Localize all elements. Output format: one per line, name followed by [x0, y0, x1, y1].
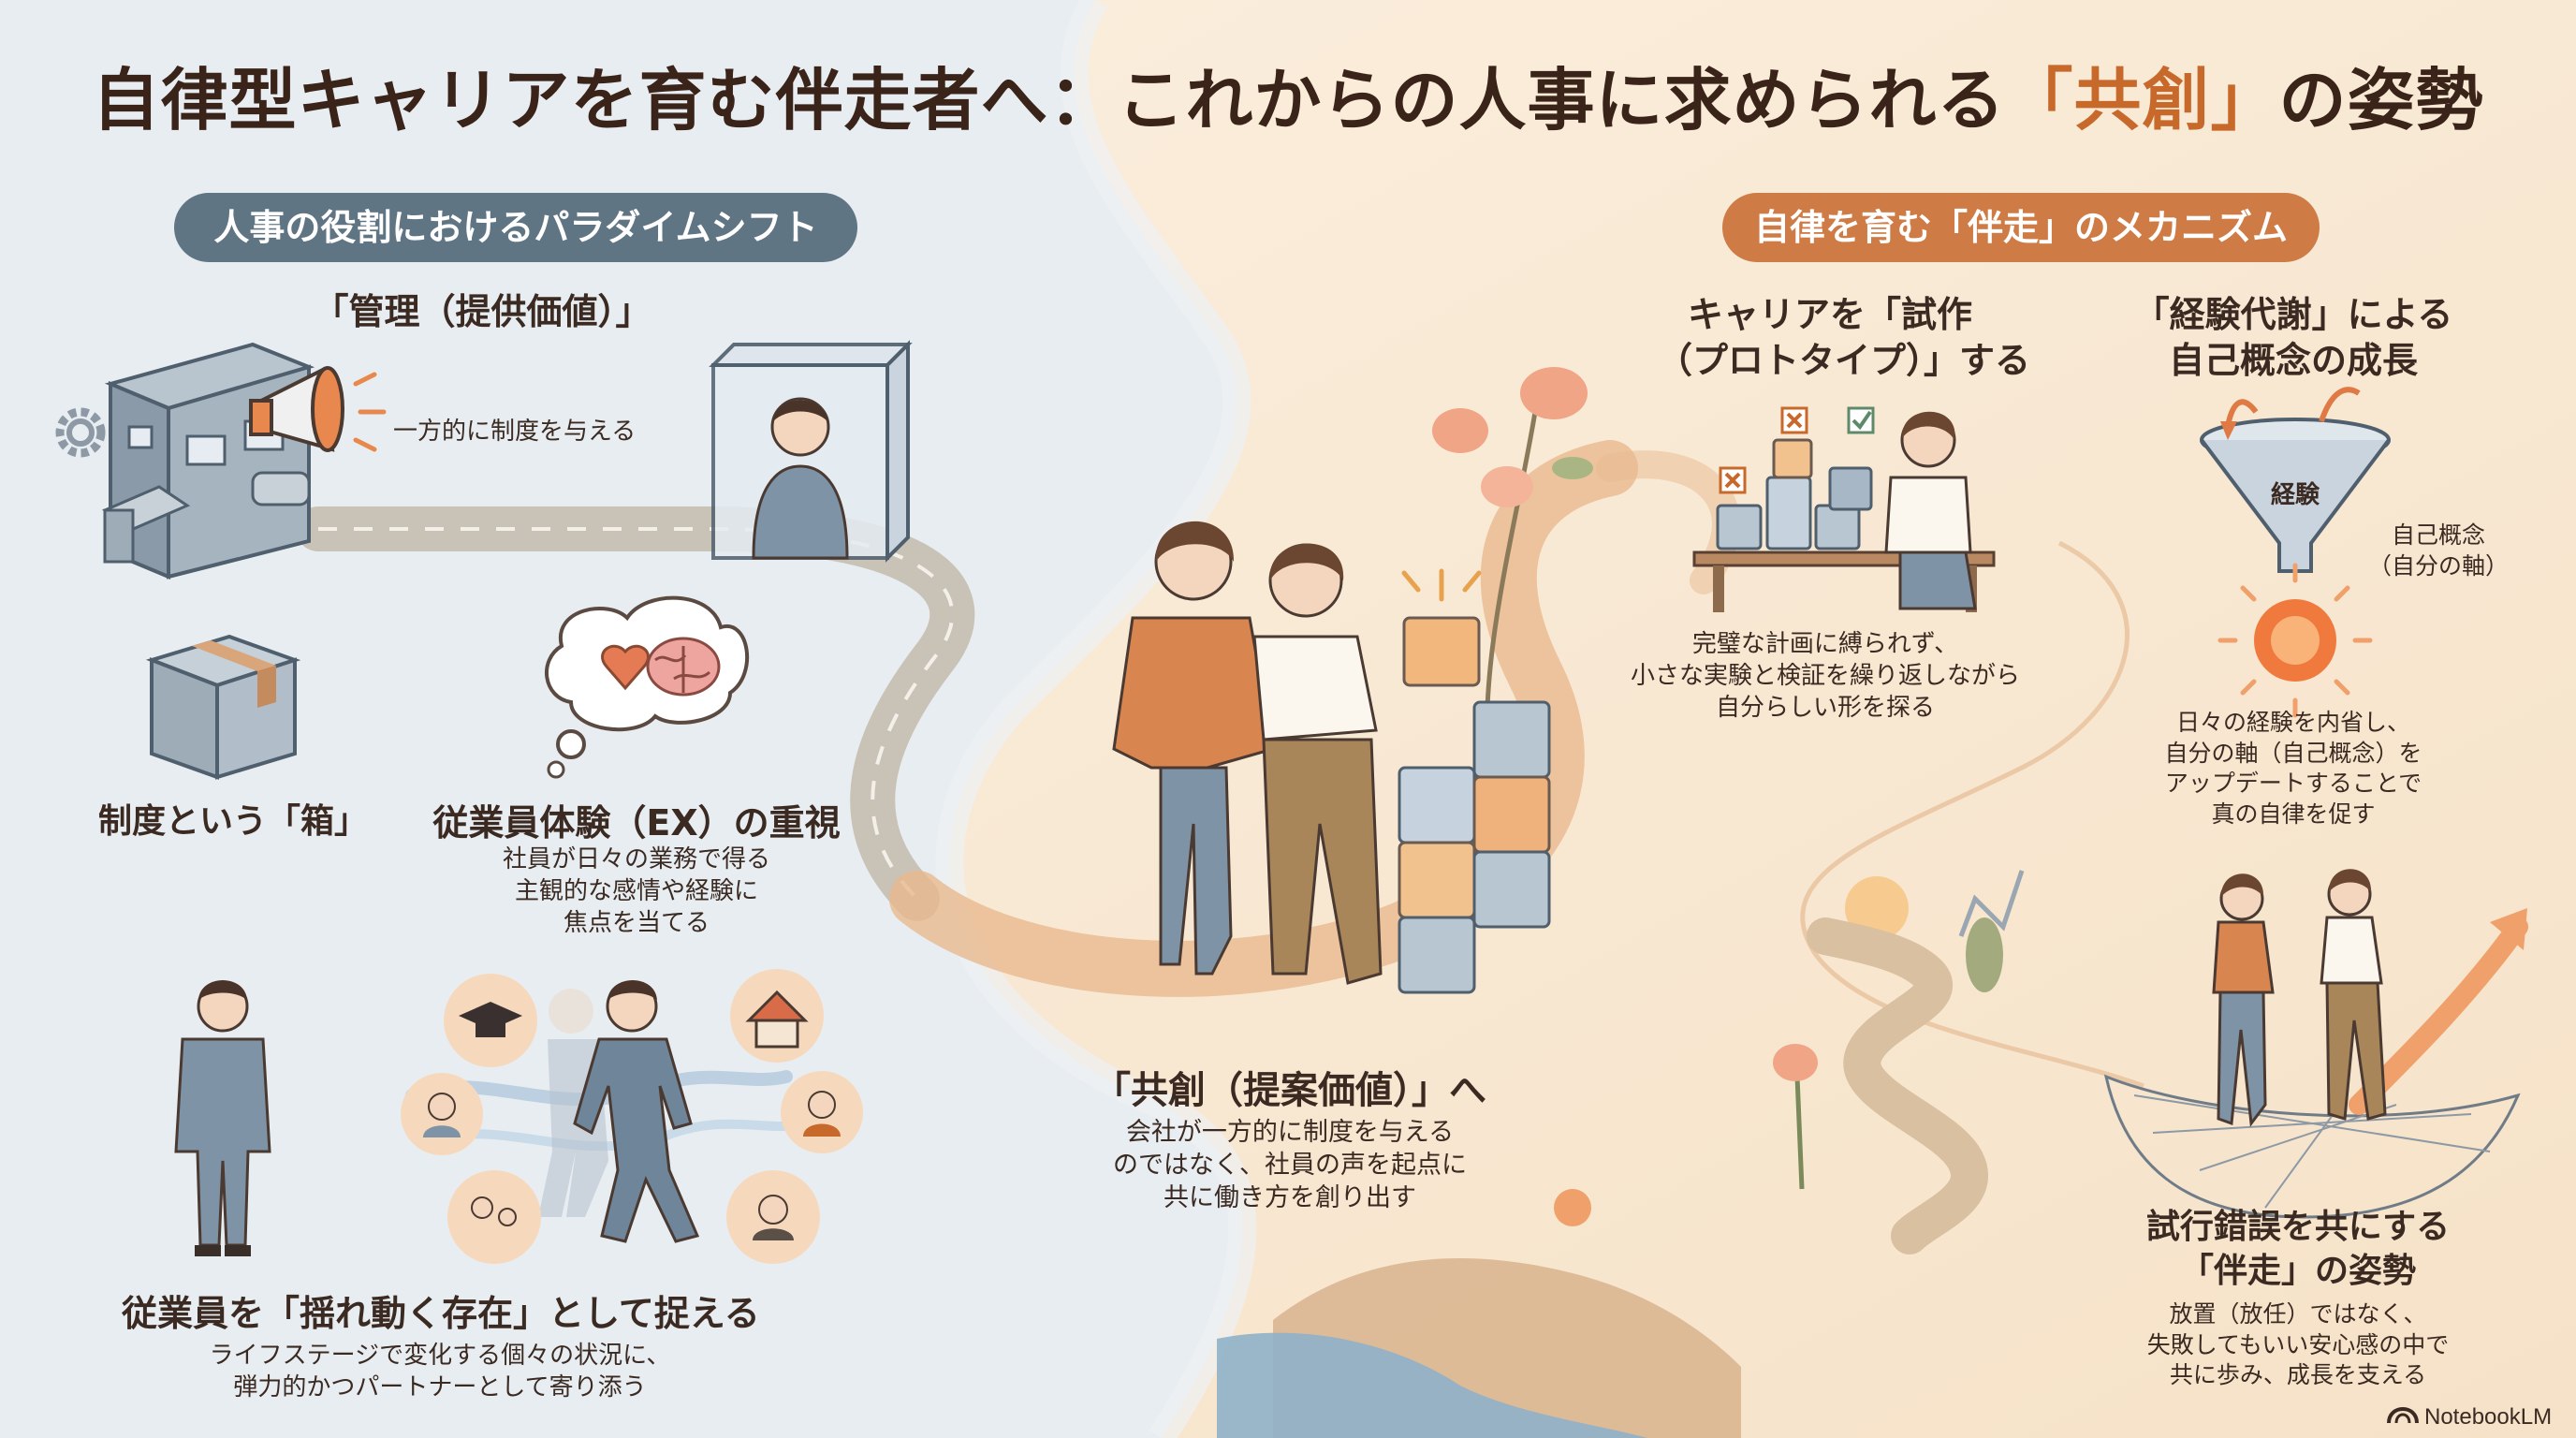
standing-worker-icon	[174, 980, 271, 1256]
page-title: 自律型キャリアを育む伴走者へ：これからの人事に求められる「共創」の姿勢	[0, 45, 2576, 143]
glass-cube-worker-icon	[709, 340, 913, 563]
companion-title: 試行錯誤を共にする 「伴走」の姿勢	[2145, 1208, 2451, 1290]
left-section-heading: 人事の役割におけるパラダイムシフト	[174, 193, 857, 262]
self-concept-label: 自己概念 （自分の軸）	[2367, 521, 2509, 580]
right-section-heading: 自律を育む「伴走」のメカニズム	[1722, 193, 2320, 262]
two-women-walking-icon	[1112, 521, 1383, 985]
seaside-landscape-icon	[1217, 1189, 1741, 1438]
connecting-line-icon	[1800, 540, 2144, 1089]
title-highlight: 「共創」	[2005, 61, 2279, 139]
cocreation-title: 「共創（提案価値）」へ	[1093, 1069, 1486, 1112]
prototyping-desk-icon	[1692, 406, 1996, 612]
prototype-body: 完璧な計画に縛られず、 小さな実験と検証を繰り返しながら 自分らしい形を探る	[1630, 630, 2020, 722]
gear-icon	[55, 407, 106, 458]
funnel-label: 経験	[2270, 481, 2320, 509]
one-way-label: 一方的に制度を与える	[393, 418, 637, 446]
brain-icon	[646, 637, 721, 697]
shaking-title: 従業員を「揺れ動く存在」として捉える	[122, 1293, 760, 1334]
metabolism-title: 「経験代謝」による 自己概念の成長	[2133, 294, 2453, 382]
safety-net-icon	[2103, 1074, 2521, 1219]
companions-walking-icon	[2212, 869, 2387, 1127]
ex-title: 従業員体験（EX）の重視	[432, 802, 841, 844]
management-label: 「管理（提供価値）」	[313, 291, 651, 332]
megaphone-icon	[249, 366, 387, 452]
house-icon	[730, 969, 824, 1063]
child-icon	[401, 1073, 483, 1155]
cocreation-body: 会社が一方的に制度を与える のではなく、社員の声を起点に 共に働き方を創り出す	[1113, 1118, 1467, 1213]
self-concept-orb-icon	[2217, 563, 2373, 718]
footer-brand: NotebookLM	[2424, 1404, 2553, 1430]
box-label: 制度という「箱」	[98, 802, 369, 841]
graduation-cap-icon	[444, 974, 537, 1067]
flower-icon	[1773, 1044, 1818, 1190]
shaking-body: ライフステージで変化する個々の状況に、 弾力的かつパートナーとして寄り添う	[209, 1342, 671, 1401]
companion-body: 放置（放任）ではなく、 失敗してもいい安心感の中で 共に歩み、成長を支える	[2146, 1300, 2450, 1388]
title-suffix: の姿勢	[2278, 61, 2484, 139]
walking-workers-icon	[538, 980, 700, 1243]
woman-icon	[781, 1071, 863, 1153]
notebooklm-logo-icon	[2387, 1407, 2419, 1424]
prototype-title: キャリアを「試作 （プロトタイプ）」する	[1657, 294, 2031, 382]
ex-body: 社員が日々の業務で得る 主観的な感情や経験に 焦点を当てる	[502, 845, 770, 937]
box-icon	[145, 634, 301, 780]
glowing-blocks-icon	[1398, 568, 1551, 994]
parent-child-icon	[447, 1170, 541, 1264]
metabolism-body: 日々の経験を内省し、 自分の軸（自己概念）を アップデートすることで 真の自律を…	[2164, 709, 2422, 828]
funnel-icon	[2200, 387, 2391, 573]
elderly-icon	[726, 1170, 820, 1264]
title-prefix: 自律型キャリアを育む伴走者へ：これからの人事に求められる	[92, 61, 2006, 139]
road-to-sun-icon	[1807, 870, 2025, 1255]
